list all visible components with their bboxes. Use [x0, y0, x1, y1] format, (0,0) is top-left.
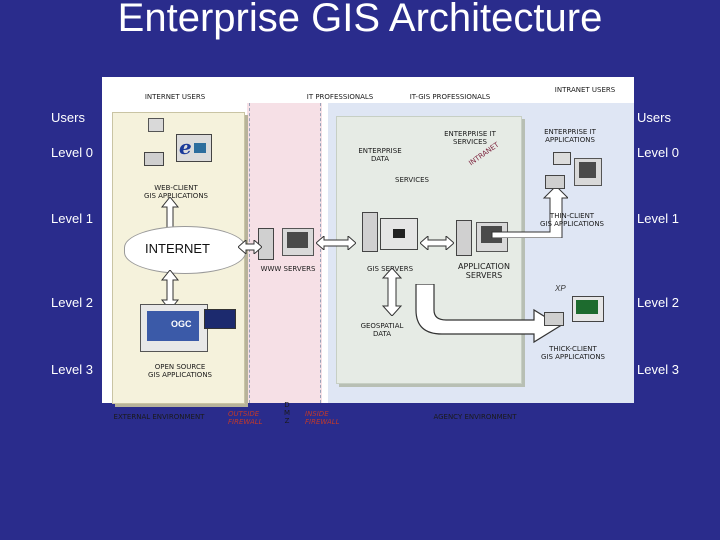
outside-firewall-line	[249, 103, 250, 403]
enterprise-data-label: ENTERPRISE DATA	[358, 147, 402, 163]
www-servers-label: WWW SERVERS	[260, 265, 316, 273]
internet-users-label: INTERNET USERS	[144, 93, 206, 101]
intranet-workstation-icon	[574, 158, 602, 186]
inside-firewall-label: INSIDE FIREWALL	[305, 410, 340, 426]
open-source-label: OPEN SOURCE GIS APPLICATIONS	[147, 363, 212, 379]
gis-server-box-icon	[380, 218, 418, 250]
level0-label-right: Level 0	[637, 145, 679, 160]
gis-servers-label: GIS SERVERS	[366, 265, 414, 273]
outside-firewall-label: OUTSIDE FIREWALL	[228, 410, 263, 426]
external-environment-label: EXTERNAL ENVIRONMENT	[113, 413, 205, 421]
thick-client-screen	[576, 300, 598, 314]
user-icon	[148, 118, 164, 132]
level3-label-right: Level 3	[637, 362, 679, 377]
inside-firewall-line	[320, 103, 321, 403]
thick-client-monitor-icon	[572, 296, 604, 322]
level2-label-right: Level 2	[637, 295, 679, 310]
ie-glyph: e	[179, 135, 192, 159]
web-client-label: WEB-CLIENT GIS APPLICATIONS	[143, 184, 208, 200]
ogc-label: OGC	[171, 319, 192, 329]
workstation-icon: e	[176, 134, 212, 162]
level1-label-right: Level 1	[637, 211, 679, 226]
internet-to-www-arrow	[238, 240, 262, 254]
app-to-thick-client-arrow	[415, 284, 562, 344]
internet-to-ogc-arrow	[160, 270, 180, 310]
printer-icon	[144, 152, 164, 166]
intranet-printer-icon	[545, 175, 565, 189]
xp-badge: XP	[555, 284, 566, 293]
app-server-rack-icon	[456, 220, 472, 256]
web-to-internet-arrow	[160, 197, 180, 243]
enterprise-app-icon	[553, 152, 571, 165]
geospatial-data-label: GEOSPATIAL DATA	[360, 322, 404, 338]
internet-label: INTERNET	[145, 241, 210, 256]
level2-label-left: Level 2	[51, 295, 93, 310]
www-to-gis-arrow	[316, 236, 356, 250]
enterprise-it-applications-label: ENTERPRISE IT APPLICATIONS	[544, 128, 596, 144]
gis-server-box-glyph	[393, 229, 405, 238]
www-server-monitor-icon	[282, 228, 314, 256]
agency-environment-label: AGENCY ENVIRONMENT	[433, 413, 517, 421]
it-gis-professionals-label: IT-GIS PROFESSIONALS	[409, 93, 491, 101]
monitor-screen	[194, 143, 206, 153]
thin-client-label: THIN-CLIENT GIS APPLICATIONS	[539, 212, 604, 228]
thin-client-arrow	[491, 186, 568, 238]
internet-cloud	[124, 226, 246, 274]
ogc-workstation: OGC	[140, 304, 208, 352]
dmz-label: D M Z	[283, 401, 291, 425]
gis-server-rack-icon	[362, 212, 378, 252]
application-servers-label: APPLICATION SERVERS	[458, 262, 510, 280]
enterprise-it-services-label: ENTERPRISE IT SERVICES	[444, 130, 496, 146]
gis-to-geospatial-arrow	[381, 268, 403, 316]
users-label-right: Users	[637, 110, 671, 125]
page-title: Enterprise GIS Architecture	[117, 0, 603, 40]
gis-to-app-arrow	[420, 236, 454, 250]
level0-label-left: Level 0	[51, 145, 93, 160]
users-label-left: Users	[51, 110, 85, 125]
services-label: SERVICES	[395, 176, 429, 184]
ogc-screen	[147, 311, 199, 341]
map-badge-icon	[204, 309, 236, 329]
thick-client-printer-icon	[544, 312, 564, 326]
level3-label-left: Level 3	[51, 362, 93, 377]
it-professionals-label: IT PROFESSIONALS	[306, 93, 374, 101]
intranet-users-label: INTRANET USERS	[554, 86, 616, 94]
level1-label-left: Level 1	[51, 211, 93, 226]
thick-client-label: THICK-CLIENT GIS APPLICATIONS	[540, 345, 605, 361]
